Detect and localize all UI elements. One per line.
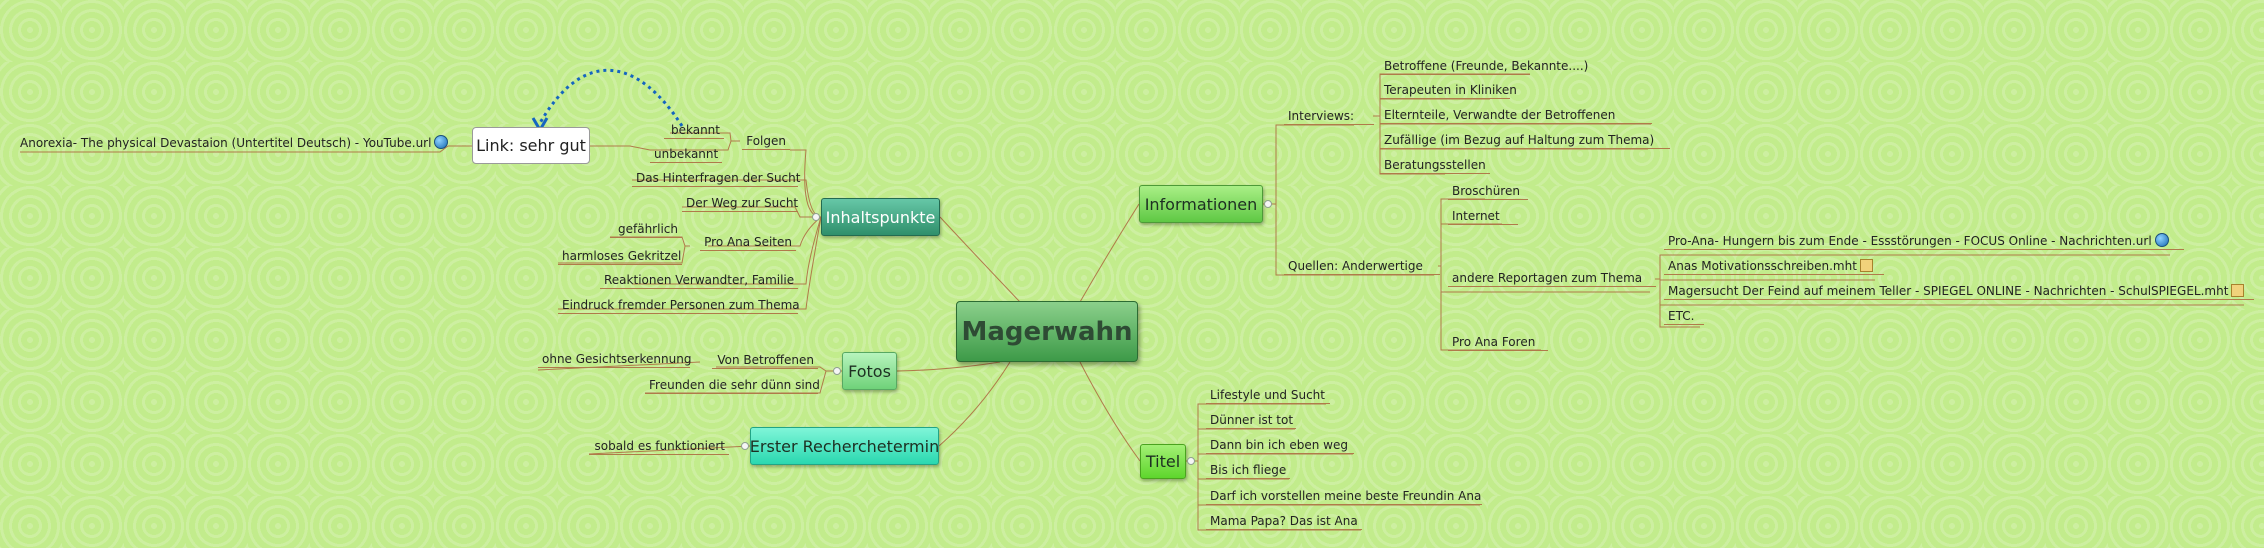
collapse-toggle[interactable] bbox=[1187, 457, 1195, 465]
subtopic-quellen[interactable]: Quellen: Anderwertige bbox=[1284, 258, 1440, 275]
subtopic-freunden[interactable]: Freunden die sehr dünn sind bbox=[645, 377, 820, 394]
subtopic-weg[interactable]: Der Weg zur Sucht bbox=[682, 195, 798, 212]
subtopic-bekannt[interactable]: bekannt bbox=[664, 122, 724, 139]
connector-fotos bbox=[896, 361, 1001, 372]
collapse-toggle[interactable] bbox=[833, 367, 841, 375]
subtopic-lifestyle[interactable]: Lifestyle und Sucht bbox=[1206, 387, 1330, 404]
attachment-label: Pro-Ana- Hungern bis zum Ende - Essstöru… bbox=[1668, 234, 2152, 248]
subtopic-gefaehrlich[interactable]: gefährlich bbox=[610, 221, 682, 238]
relationship-arrow bbox=[538, 69, 684, 127]
topic-titel[interactable]: Titel bbox=[1140, 444, 1186, 479]
subtopic-ohne-gesichtserkennung[interactable]: ohne Gesichtserkennung bbox=[538, 351, 691, 368]
subtopic-harmloses[interactable]: harmloses Gekritzel bbox=[558, 248, 682, 265]
subtopic-von-betroffenen[interactable]: Von Betroffenen bbox=[712, 352, 818, 369]
connector-info bbox=[1079, 203, 1140, 303]
subtopic-internet[interactable]: Internet bbox=[1448, 208, 1518, 225]
topic-informationen[interactable]: Informationen bbox=[1139, 185, 1263, 223]
globe-icon bbox=[434, 135, 449, 149]
subtopic-hinterfragen[interactable]: Das Hinterfragen der Sucht bbox=[632, 170, 800, 187]
attachment-magersucht-mht[interactable]: Magersucht Der Feind auf meinem Teller -… bbox=[1664, 283, 2254, 300]
subtopic-reportagen[interactable]: andere Reportagen zum Thema bbox=[1448, 270, 1656, 287]
subtopic-interviews[interactable]: Interviews: bbox=[1284, 108, 1374, 125]
subtopic-folgen[interactable]: Folgen bbox=[742, 133, 790, 150]
attachment-label: Magersucht Der Feind auf meinem Teller -… bbox=[1668, 284, 2229, 298]
subtopic-bis[interactable]: Bis ich fliege bbox=[1206, 462, 1290, 479]
subtopic-duenner[interactable]: Dünner ist tot bbox=[1206, 412, 1296, 429]
globe-icon bbox=[2154, 233, 2169, 247]
attachment-label: Anas Motivationsschreiben.mht bbox=[1668, 259, 1857, 273]
subtopic-mama[interactable]: Mama Papa? Das ist Ana bbox=[1206, 513, 1362, 530]
collapse-toggle[interactable] bbox=[1264, 200, 1272, 208]
topic-inhaltspunkte[interactable]: Inhaltspunkte bbox=[821, 198, 940, 236]
subtopic-pro-ana-foren[interactable]: Pro Ana Foren bbox=[1448, 334, 1548, 351]
connector-titel bbox=[1079, 361, 1141, 462]
attachment-focus-url[interactable]: Pro-Ana- Hungern bis zum Ende - Essstöru… bbox=[1664, 233, 2184, 250]
connector-erster bbox=[938, 361, 1011, 447]
subtopic-betroffene[interactable]: Betroffene (Freunde, Bekannte....) bbox=[1380, 58, 1588, 75]
document-icon bbox=[2231, 284, 2245, 297]
attachment-label: Anorexia- The physical Devastaion (Unter… bbox=[20, 136, 432, 150]
document-icon bbox=[1859, 259, 1873, 272]
attachment-anas-mht[interactable]: Anas Motivationsschreiben.mht bbox=[1664, 258, 1884, 275]
subtopic-unbekannt[interactable]: unbekannt bbox=[650, 146, 722, 163]
connector-inhalt bbox=[939, 216, 1021, 303]
central-topic[interactable]: Magerwahn bbox=[956, 301, 1138, 362]
attachment-anorexia-url[interactable]: Anorexia- The physical Devastaion (Unter… bbox=[16, 135, 449, 152]
subtopic-broschueren[interactable]: Broschüren bbox=[1448, 183, 1528, 200]
collapse-toggle[interactable] bbox=[741, 442, 749, 450]
topic-fotos[interactable]: Fotos bbox=[842, 352, 897, 390]
subtopic-eindruck[interactable]: Eindruck fremder Personen zum Thema bbox=[558, 297, 800, 314]
link-topic[interactable]: Link: sehr gut bbox=[472, 127, 590, 164]
subtopic-terapeuten[interactable]: Terapeuten in Kliniken bbox=[1380, 82, 1517, 99]
subtopic-elternteile[interactable]: Elternteile, Verwandte der Betroffenen bbox=[1380, 107, 1652, 124]
subtopic-reaktionen[interactable]: Reaktionen Verwandter, Familie bbox=[600, 272, 798, 289]
subtopic-beratung[interactable]: Beratungsstellen bbox=[1380, 157, 1490, 174]
subtopic-etc[interactable]: ETC. bbox=[1664, 308, 1704, 325]
subtopic-sobald[interactable]: sobald es funktioniert bbox=[589, 438, 729, 455]
subtopic-darf[interactable]: Darf ich vorstellen meine beste Freundin… bbox=[1206, 488, 1482, 505]
subtopic-zufaellige[interactable]: Zufällige (im Bezug auf Haltung zum Them… bbox=[1380, 132, 1670, 149]
topic-erster-recherchetermin[interactable]: Erster Recherchetermin bbox=[750, 427, 939, 465]
subtopic-dann[interactable]: Dann bin ich eben weg bbox=[1206, 437, 1354, 454]
subtopic-pro-ana[interactable]: Pro Ana Seiten bbox=[700, 234, 796, 251]
collapse-toggle[interactable] bbox=[812, 213, 820, 221]
